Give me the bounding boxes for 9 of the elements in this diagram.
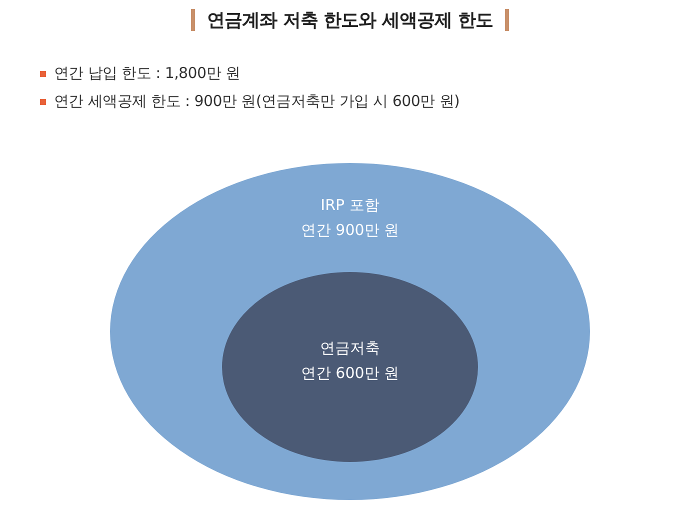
bullet-text: 연간 세액공제 한도 : 900만 원(연금저축만 가입 시 600만 원) — [54, 92, 460, 111]
ellipse-region — [110, 163, 590, 500]
region-label: 연금저축 — [319, 338, 381, 359]
region-label: IRP 포함 — [320, 195, 380, 216]
bullet-text: 연간 납입 한도 : 1,800만 원 — [54, 64, 240, 83]
title: 연금계좌 저축 한도와 세액공제 한도 — [207, 9, 493, 32]
region-label: 연간 600만 원 — [300, 363, 400, 384]
region-label: 연간 900만 원 — [300, 220, 400, 241]
ellipse-region — [222, 272, 478, 462]
